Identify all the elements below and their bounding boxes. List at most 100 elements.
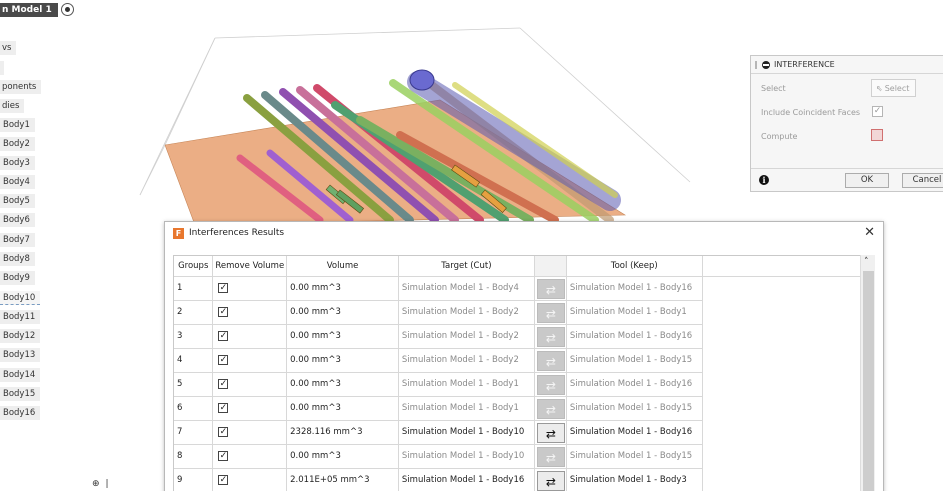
browser-item-body10[interactable]: Body10 [0,291,41,305]
swap-cell: ⇄ [534,468,567,491]
tool-cell: Simulation Model 1 - Body15 [566,348,703,373]
cursor-arrow-icon: ⇖ [876,83,883,93]
coincident-faces-checkbox[interactable]: ✓ [872,106,883,117]
volume-cell: 2328.116 mm^3 [286,420,399,445]
swap-icon[interactable]: ⇄ [536,470,565,491]
scrollbar-thumb[interactable] [863,271,874,491]
browser-item-body15[interactable]: Body15 [0,387,41,401]
col-groups-header[interactable]: Groups [174,256,214,277]
select-label: Select [761,84,786,93]
compute-icon[interactable] [871,129,883,141]
browser-root-title[interactable]: n Model 1 [0,2,58,17]
swap-cell: ⇄ [534,372,567,397]
tool-cell: Simulation Model 1 - Body16 [566,420,703,445]
browser-item-body14[interactable]: Body14 [0,368,41,382]
swap-icon[interactable]: ⇄ [536,398,565,419]
target-cell: Simulation Model 1 - Body10 [398,444,535,469]
group-cell: 4 [174,348,214,373]
browser-item-body9[interactable]: Body9 [0,271,35,285]
highlight-cylinder-end [409,69,435,91]
remove-volume-checkbox[interactable]: ✓ [218,355,229,365]
browser-item-body7[interactable]: Body7 [0,233,35,247]
active-component-radio-icon[interactable] [60,3,74,16]
remove-volume-checkbox[interactable]: ✓ [218,307,229,317]
browser-item-body8[interactable]: Body8 [0,252,35,266]
filler-cell [702,348,874,372]
collapse-icon[interactable] [762,60,770,69]
browser-item-body4[interactable]: Body4 [0,175,35,189]
browser-item-body5[interactable]: Body5 [0,194,35,208]
remove-volume-checkbox[interactable]: ✓ [218,283,229,293]
remove-volume-checkbox[interactable]: ✓ [218,451,229,461]
browser-folder-item[interactable] [0,61,4,75]
remove-volume-checkbox[interactable]: ✓ [218,379,229,389]
swap-icon[interactable]: ⇄ [536,374,565,395]
target-cell: Simulation Model 1 - Body1 [398,396,535,421]
results-table: Groups Remove Volume Volume Target (Cut)… [174,256,874,491]
remove-volume-checkbox[interactable]: ✓ [218,403,229,413]
info-icon[interactable]: i [759,175,769,185]
browser-item-body2[interactable]: Body2 [0,137,35,151]
remove-volume-checkbox[interactable]: ✓ [218,475,229,485]
target-cell: Simulation Model 1 - Body2 [398,300,535,325]
swap-icon[interactable]: ⇄ [536,302,565,323]
swap-icon[interactable]: ⇄ [536,350,565,371]
browser-folder-item[interactable]: dies [0,99,25,113]
swap-icon[interactable]: ⇄ [536,446,565,467]
table-row[interactable]: 7 ✓ 2328.116 mm^3 Simulation Model 1 - Body… [174,420,874,445]
results-scrollbar[interactable]: ˄ [860,255,875,491]
swap-icon[interactable]: ⇄ [536,278,565,299]
browser-folder-item[interactable]: ponents [0,80,42,94]
results-title: Interferences Results [189,228,285,238]
col-filler-header [702,256,874,277]
small-parts [325,164,507,214]
browser-item-body13[interactable]: Body13 [0,348,41,362]
browser-item-body1[interactable]: Body1 [0,118,35,132]
target-cell: Simulation Model 1 - Body4 [398,276,535,301]
browser-item-body3[interactable]: Body3 [0,156,35,170]
3d-viewport[interactable] [135,10,700,225]
col-target-header[interactable]: Target (Cut) [398,256,535,277]
target-cell: Simulation Model 1 - Body2 [398,324,535,349]
remove-volume-checkbox[interactable]: ✓ [218,331,229,341]
target-cell: Simulation Model 1 - Body2 [398,348,535,373]
browser-item-body16[interactable]: Body16 [0,406,41,420]
swap-icon[interactable]: ⇄ [536,326,565,347]
col-tool-header[interactable]: Tool (Keep) [566,256,703,277]
swap-cell: ⇄ [534,420,567,445]
close-icon[interactable]: ✕ [864,225,875,240]
swap-cell: ⇄ [534,444,567,469]
tool-cell: Simulation Model 1 - Body16 [566,276,703,301]
group-cell: 2 [174,300,214,325]
col-volume-header[interactable]: Volume [286,256,399,277]
ok-button[interactable]: OK [845,173,889,188]
cancel-button[interactable]: Cancel [902,173,943,188]
select-button[interactable]: ⇖ Select [871,79,916,97]
browser-folder-item[interactable]: vs [0,41,17,55]
remove-volume-checkbox[interactable]: ✓ [218,427,229,437]
volume-cell: 0.00 mm^3 [286,300,399,325]
volume-cell: 0.00 mm^3 [286,372,399,397]
plus-circle-icon[interactable]: ⊕ [92,479,100,489]
browser-item-body11[interactable]: Body11 [0,310,41,324]
scroll-up-icon[interactable]: ˄ [864,257,869,267]
group-cell: 7 [174,420,214,445]
col-remove-volume-header[interactable]: Remove Volume [212,256,288,277]
tool-cell: Simulation Model 1 - Body15 [566,444,703,469]
splitter-icon[interactable]: | [105,479,109,489]
group-cell: 5 [174,372,214,397]
browser-item-body12[interactable]: Body12 [0,329,41,343]
swap-icon[interactable]: ⇄ [536,422,565,443]
volume-cell: 0.00 mm^3 [286,396,399,421]
tool-cell: Simulation Model 1 - Body15 [566,396,703,421]
panel-grip-icon[interactable]: ‖ [754,60,758,69]
browser-item-body6[interactable]: Body6 [0,213,35,227]
